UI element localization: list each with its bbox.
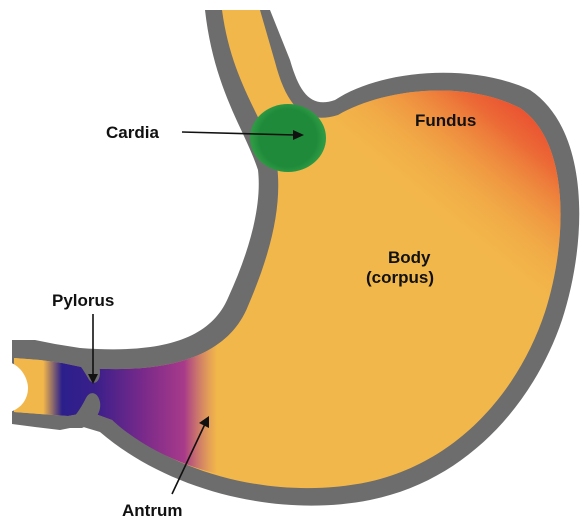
fundus-label: Fundus [415, 111, 476, 130]
antrum-label: Antrum [122, 501, 182, 520]
body-label-corpus: (corpus) [366, 268, 434, 287]
body-label: Body [388, 248, 431, 267]
pylorus-label: Pylorus [52, 291, 114, 310]
cardia-region [250, 104, 326, 172]
esophagus-opening [205, 0, 271, 10]
cardia-label: Cardia [106, 123, 159, 142]
